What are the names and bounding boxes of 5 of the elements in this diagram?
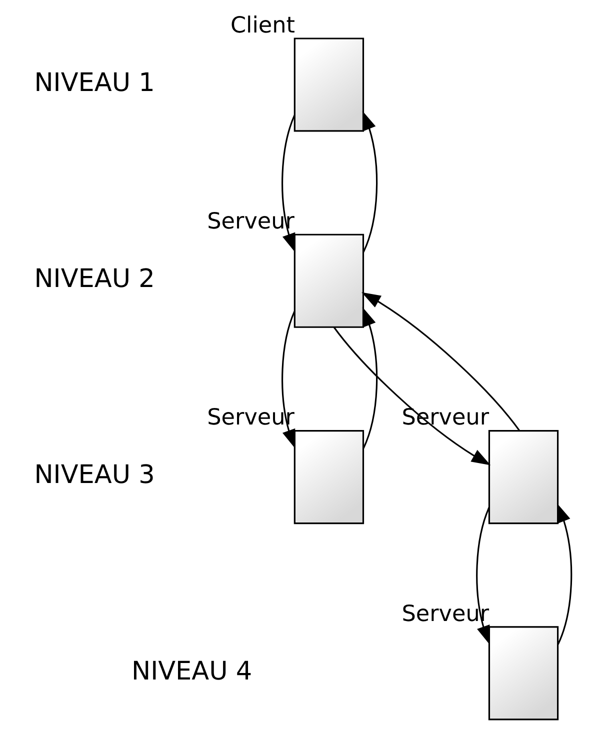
label: NIVEAU 3 <box>34 460 155 490</box>
label: NIVEAU 2 <box>34 264 155 294</box>
label: NIVEAU 4 <box>132 656 252 686</box>
label: NIVEAU 1 <box>34 68 155 98</box>
node-label: Client <box>230 12 296 38</box>
